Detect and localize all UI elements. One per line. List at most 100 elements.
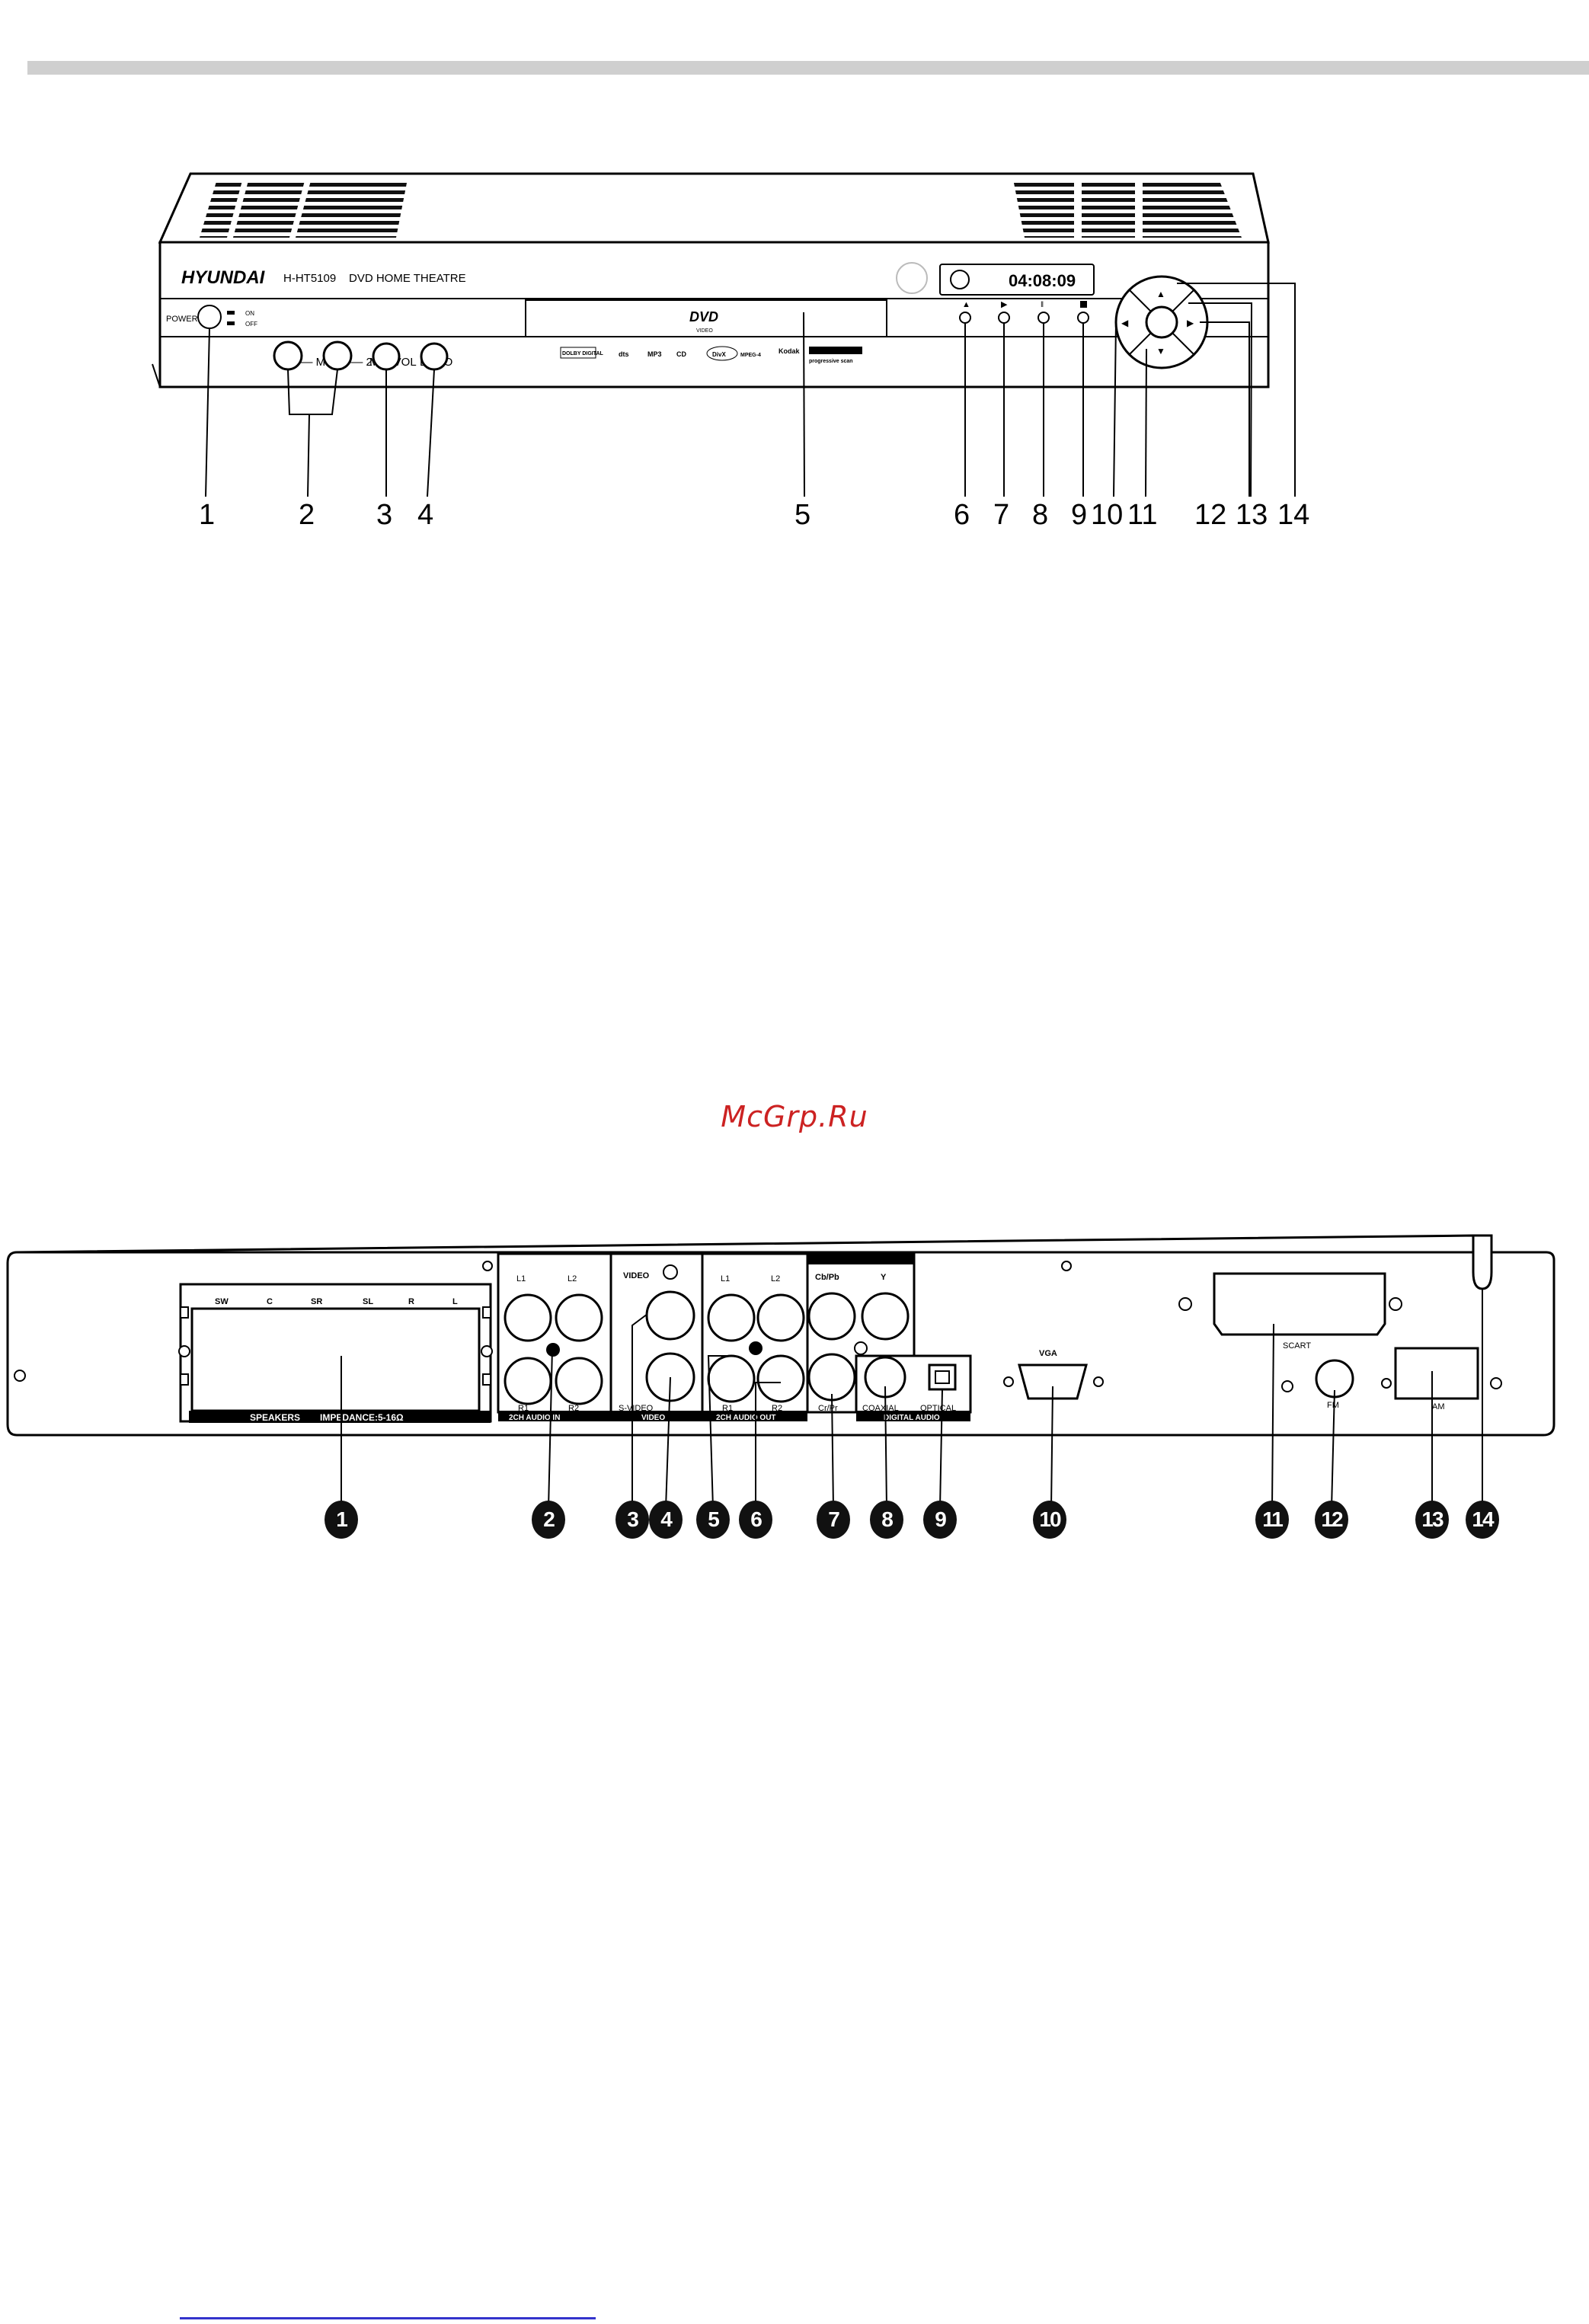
svg-text:dts: dts: [619, 350, 629, 358]
rear-panel-diagram: SW C SR SL R L SPEAKERS IMPEDANCE:5-16Ω …: [6, 1234, 1555, 1509]
svg-text:◀: ◀: [1121, 318, 1129, 328]
rear-callout-13: 13: [1415, 1501, 1449, 1539]
play-button[interactable]: [998, 312, 1010, 324]
disc-tray: [525, 299, 887, 337]
rear-callout-11: 11: [1255, 1501, 1289, 1539]
mic1-jack: [273, 340, 303, 371]
format-logos: DOLBY DIGITAL dts MP3 CD DivX MPEG-4 Kod…: [560, 346, 862, 364]
svg-text:C: C: [267, 1297, 273, 1306]
clock-icon: [950, 270, 970, 289]
svg-text:S-VIDEO: S-VIDEO: [619, 1404, 654, 1413]
svg-text:▲: ▲: [1156, 289, 1165, 299]
watermark: McGrp.Ru: [721, 1100, 868, 1133]
dvd-logo: DVD: [689, 309, 718, 324]
svg-text:R2: R2: [772, 1404, 782, 1413]
rear-callout-8: 8: [870, 1501, 903, 1539]
stop-button[interactable]: [1077, 312, 1089, 324]
svg-text:AM: AM: [1432, 1402, 1445, 1411]
echo-knob[interactable]: [420, 342, 449, 371]
rear-callout-1: 1: [325, 1501, 358, 1539]
display-window: [939, 264, 1095, 296]
front-callout-numbers: 1 2 3 4 5 6 7 8 9 10 11 12 13 14: [199, 499, 1310, 531]
rear-callout-2: 2: [532, 1501, 565, 1539]
pause-button[interactable]: [1037, 312, 1050, 324]
enter-button[interactable]: [1145, 305, 1178, 339]
optical-port: [928, 1363, 957, 1391]
svg-text:SR: SR: [311, 1297, 322, 1306]
impedance-label: IMPEDANCE:5-16Ω: [320, 1412, 404, 1423]
svg-text:OPTICAL: OPTICAL: [920, 1404, 956, 1413]
svg-text:L1: L1: [721, 1274, 730, 1283]
svg-text:‖: ‖: [1041, 301, 1044, 309]
rear-callout-7: 7: [817, 1501, 850, 1539]
svg-text:Cb/Pb: Cb/Pb: [815, 1273, 839, 1282]
speaker-terminal: [190, 1307, 481, 1412]
rear-callout-4: 4: [649, 1501, 683, 1539]
product-label: DVD HOME THEATRE: [349, 272, 466, 285]
svg-text:▼: ▼: [1156, 346, 1165, 356]
rear-callout-12: 12: [1315, 1501, 1348, 1539]
svg-text:R2: R2: [568, 1404, 579, 1413]
svg-text:▶: ▶: [1001, 300, 1008, 309]
model-label: H-HT5109: [283, 272, 336, 285]
rear-callout-14: 14: [1466, 1501, 1499, 1539]
svg-text:FM: FM: [1327, 1401, 1339, 1410]
svg-text:Kodak: Kodak: [779, 347, 801, 355]
vent-left: [200, 179, 408, 238]
power-label: POWER: [166, 315, 198, 324]
ir-sensor: [896, 262, 928, 294]
svg-text:COAXIAL: COAXIAL: [862, 1404, 899, 1413]
svg-text:▶: ▶: [1187, 318, 1194, 328]
vga-port: [1018, 1363, 1088, 1400]
svg-text:VIDEO: VIDEO: [623, 1271, 650, 1280]
svg-text:L2: L2: [771, 1274, 780, 1283]
svg-text:DivX: DivX: [712, 351, 726, 358]
svg-text:DOLBY DIGITAL: DOLBY DIGITAL: [562, 351, 604, 356]
dvd-logo-sub: VIDEO: [696, 328, 713, 334]
power-button[interactable]: [197, 305, 222, 329]
svg-text:R1: R1: [722, 1404, 733, 1413]
svg-text:R1: R1: [518, 1404, 529, 1413]
scart-port: [1213, 1272, 1386, 1336]
brand-logo: HYUNDAI: [181, 267, 266, 288]
vga-label: VGA: [1039, 1349, 1057, 1358]
audio-in-label: 2CH AUDIO IN: [509, 1414, 560, 1422]
footer-link-underline: [180, 2317, 596, 2319]
svg-text:▲: ▲: [962, 300, 970, 309]
svg-text:Cr/Pr: Cr/Pr: [818, 1404, 838, 1413]
rear-callout-9: 9: [923, 1501, 957, 1539]
svg-text:CD: CD: [676, 350, 686, 358]
rear-callout-lines: [340, 1289, 1483, 1509]
mic-vol-knob[interactable]: [372, 342, 401, 371]
svg-text:MP3: MP3: [647, 350, 662, 358]
svg-text:L2: L2: [568, 1274, 577, 1283]
rear-callout-10: 10: [1033, 1501, 1066, 1539]
svg-text:SL: SL: [363, 1297, 373, 1306]
svg-text:SW: SW: [215, 1297, 229, 1306]
rear-callout-5: 5: [696, 1501, 730, 1539]
mic2-jack: [322, 340, 353, 371]
front-panel-diagram: HYUNDAI H-HT5109 DVD HOME THEATRE DVD VI…: [152, 172, 1296, 497]
svg-text:SCART: SCART: [1283, 1341, 1311, 1351]
svg-text:2CH AUDIO OUT: 2CH AUDIO OUT: [716, 1414, 776, 1422]
header-rule: [27, 61, 1589, 75]
rear-callout-6: 6: [739, 1501, 772, 1539]
off-label: OFF: [245, 321, 257, 328]
svg-text:VIDEO: VIDEO: [641, 1414, 665, 1422]
svg-text:Y: Y: [881, 1273, 887, 1282]
vent-right: [1013, 179, 1242, 238]
on-label: ON: [245, 310, 254, 317]
rear-callout-3: 3: [615, 1501, 649, 1539]
front-callout-lines: [205, 283, 1296, 497]
svg-text:DIGITAL AUDIO: DIGITAL AUDIO: [884, 1414, 940, 1422]
speakers-label: SPEAKERS: [250, 1412, 300, 1423]
svg-text:MPEG-4: MPEG-4: [740, 353, 761, 358]
eject-button[interactable]: [959, 312, 971, 324]
svg-text:R: R: [408, 1297, 414, 1306]
svg-text:L1: L1: [516, 1274, 526, 1283]
rear-callout-badges: .badge { position:absolute; width:44px; …: [0, 1501, 1589, 1546]
video-out-jack: [645, 1290, 695, 1341]
svg-text:L: L: [452, 1297, 458, 1306]
am-antenna-terminal: [1394, 1347, 1479, 1400]
display-time: 04:08:09: [1009, 271, 1076, 290]
